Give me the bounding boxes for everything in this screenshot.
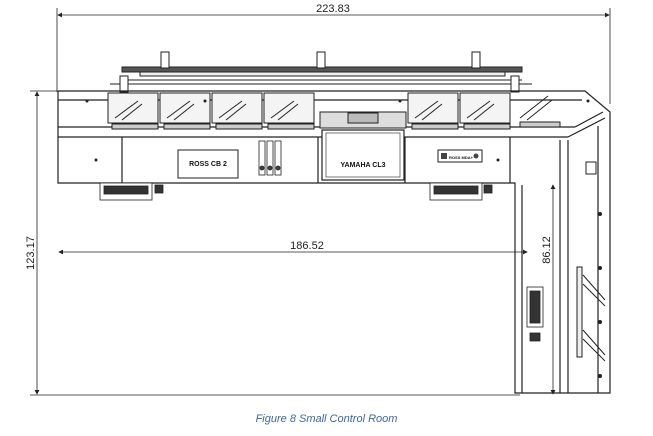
device-ross-mda: [437, 149, 483, 163]
console-ross-cb2: [177, 149, 239, 179]
figure-caption: Figure 8 Small Control Room: [255, 413, 398, 425]
dimension-return-length-label: 86.12: [541, 236, 553, 264]
console-yamaha-cl3: [321, 129, 405, 181]
dimension-desk-length-label: 186.52: [290, 240, 324, 252]
monitor-arms: [107, 92, 561, 130]
dimension-overall-height-label: 123.17: [25, 236, 37, 270]
dimension-overall-height: [30, 90, 520, 396]
mounting-points: [85, 99, 590, 162]
return-monitor-arms: [576, 161, 606, 378]
underdesk-equipment-right: [429, 182, 493, 201]
console-yamaha-cl3-label: YAMAHA CL3: [341, 162, 386, 169]
rack-units: [258, 140, 282, 176]
device-ross-mda-label: ROSS MDA+: [449, 155, 474, 160]
console-ross-cb2-label: ROSS CB 2: [189, 161, 227, 168]
underdesk-equipment-return: [526, 286, 544, 342]
dimension-overall-width-label: 223.83: [316, 3, 350, 15]
dimension-overall-width: [56, 8, 611, 104]
underdesk-equipment-left: [99, 182, 164, 201]
monitor-bridge: [110, 51, 532, 93]
